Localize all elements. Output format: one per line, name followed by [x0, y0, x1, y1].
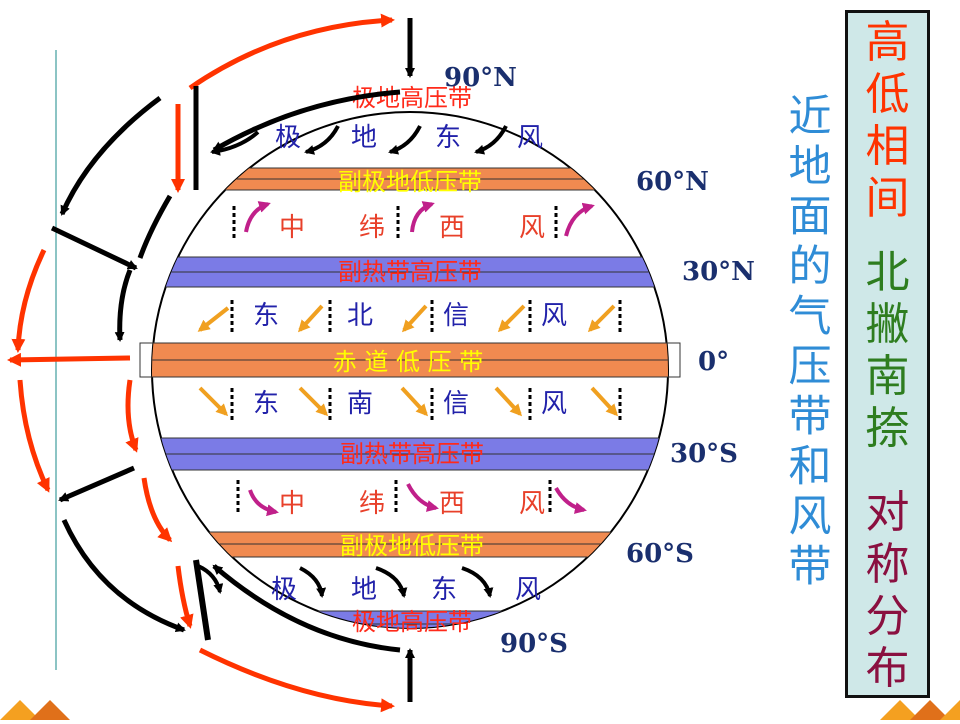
label-equatorial-low: 赤 道 低 压 带	[333, 348, 484, 376]
se-trade-arrows	[198, 386, 619, 417]
summary-char: 称	[865, 539, 910, 590]
summary-char: 捺	[865, 403, 910, 454]
side-title-char: 压	[788, 342, 832, 392]
summary-char: 南	[865, 351, 910, 402]
wind-char: 信	[443, 301, 469, 331]
wind-labels: 极 地 东 风 中 纬 西 风 东 北 信 风 东 南 信 风 中 纬 西 风 …	[253, 123, 567, 605]
side-title-char: 气	[788, 292, 832, 342]
label-subtropical-high-n: 副热带高压带	[338, 258, 482, 286]
wind-char: 地	[351, 123, 377, 153]
label-subtropical-high-s: 副热带高压带	[340, 440, 484, 468]
wind-char: 东	[435, 123, 461, 153]
summary-box: 高 低 相 间 北 撇 南 捺 对 称 分 布	[845, 10, 930, 698]
lat-30n: 30°N	[682, 257, 755, 287]
footer-decoration	[0, 700, 960, 720]
westerly-arrows-s	[248, 483, 587, 517]
side-title-char: 带	[788, 542, 832, 592]
wind-char: 中	[279, 213, 305, 243]
summary-group-symmetric: 对 称 分 布	[848, 487, 927, 695]
summary-char: 分	[865, 591, 910, 642]
side-title-char: 地	[788, 142, 832, 192]
summary-group-alternating: 高 低 相 间	[848, 17, 927, 225]
lat-60s: 60°S	[626, 539, 694, 569]
wind-char: 北	[347, 301, 373, 331]
lat-0: 0°	[698, 347, 729, 377]
wind-char: 纬	[359, 213, 385, 243]
wind-char: 东	[253, 301, 279, 331]
wind-char: 地	[351, 575, 377, 605]
lat-60n: 60°N	[636, 167, 709, 197]
polar-easterly-arrows-s	[197, 564, 494, 598]
side-title: 近 地 面 的 气 压 带 和 风 带	[782, 92, 838, 592]
wind-char: 中	[279, 489, 305, 519]
summary-group-deflection: 北 撇 南 捺	[848, 247, 927, 455]
summary-char: 北	[865, 247, 910, 298]
wind-char: 西	[439, 213, 465, 243]
wind-char: 西	[439, 489, 465, 519]
vertical-motion-markers	[230, 206, 622, 512]
side-title-char: 带	[788, 392, 832, 442]
lat-90s: 90°S	[500, 629, 568, 659]
wind-char: 纬	[359, 489, 385, 519]
wind-char: 信	[443, 389, 469, 419]
label-polar-high-n: 极地高压带	[352, 84, 472, 112]
wind-char: 风	[515, 575, 541, 605]
lat-30s: 30°S	[670, 439, 738, 469]
wind-char: 风	[519, 213, 545, 243]
wind-char: 极	[275, 123, 301, 153]
label-subpolar-low-s: 副极地低压带	[340, 532, 484, 560]
wind-char: 风	[519, 489, 545, 519]
ne-trade-arrows	[197, 304, 616, 333]
summary-char: 对	[865, 487, 910, 538]
side-title-char: 面	[788, 192, 832, 242]
wind-char: 风	[541, 389, 567, 419]
side-title-char: 和	[788, 442, 832, 492]
westerly-arrows-n	[244, 201, 595, 237]
summary-char: 高	[865, 17, 910, 68]
wind-char: 东	[431, 575, 457, 605]
wind-char: 南	[347, 389, 373, 419]
wind-char: 极	[271, 575, 297, 605]
wind-char: 东	[253, 389, 279, 419]
wind-char: 风	[541, 301, 567, 331]
circulation-cells	[7, 13, 401, 713]
label-polar-high-s: 极地高压带	[352, 608, 472, 636]
label-subpolar-low-n: 副极地低压带	[338, 168, 482, 196]
side-title-char: 的	[788, 242, 832, 292]
summary-char: 相	[865, 121, 910, 172]
side-title-char: 风	[788, 492, 832, 542]
summary-char: 撇	[865, 299, 910, 350]
wind-char: 风	[517, 123, 543, 153]
lat-90n: 90°N	[444, 63, 517, 93]
summary-char: 间	[865, 173, 910, 224]
summary-char: 低	[865, 69, 910, 120]
summary-char: 布	[865, 643, 910, 694]
side-title-char: 近	[788, 92, 832, 142]
